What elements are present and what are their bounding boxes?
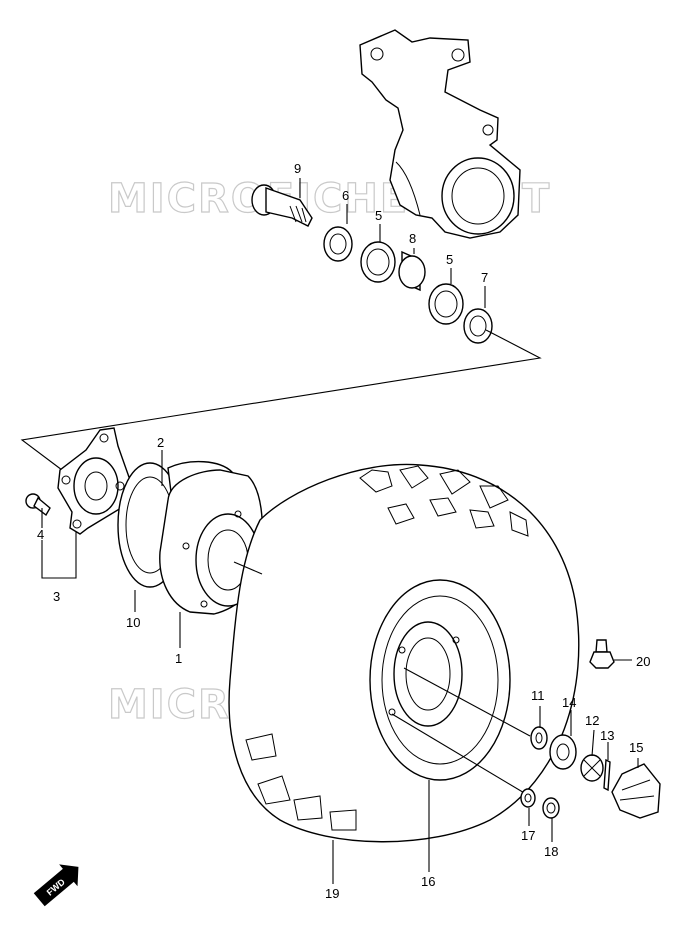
callout-7: 7: [481, 270, 488, 285]
guide-line-hub-center: [233, 561, 263, 575]
knuckle-part: [359, 29, 521, 239]
callout-18: 18: [544, 844, 558, 859]
callout-19: 19: [325, 886, 339, 901]
guide-line-rim-upper: [403, 667, 531, 737]
callout-leaders: [41, 178, 639, 884]
spacer-part-8: [398, 250, 426, 292]
seal-part-6: [323, 226, 353, 262]
rim-part-16: [369, 579, 511, 781]
seal-part-7: [463, 308, 493, 344]
castle-nut-part-12: [580, 754, 604, 782]
callout-6: 6: [342, 188, 349, 203]
bearing-part-5a: [360, 241, 396, 283]
callout-1: 1: [175, 651, 182, 666]
callout-numbers: 1 2 3 4 5 5 6 7 8 9 10 11 12 13 14 15 16…: [37, 161, 650, 901]
callout-10: 10: [126, 615, 140, 630]
callout-2: 2: [157, 435, 164, 450]
callout-4: 4: [37, 527, 44, 542]
cap-part-15: [611, 763, 661, 819]
callout-12: 12: [585, 713, 599, 728]
callout-16: 16: [421, 874, 435, 889]
bolt-part-9: [251, 184, 313, 227]
nut-part-18: [542, 797, 560, 819]
bolt-part-4: [25, 493, 51, 517]
callout-8: 8: [409, 231, 416, 246]
bearing-part-5b: [428, 283, 464, 325]
valve-part-20: [589, 639, 615, 669]
hub-part-1: [159, 469, 264, 615]
guide-line-hub: [20, 329, 542, 471]
cotter-pin-part-13: [603, 758, 611, 792]
callout-3: 3: [53, 589, 60, 604]
callout-15: 15: [629, 740, 643, 755]
fwd-arrow-icon: FWD: [33, 864, 79, 907]
callout-11: 11: [531, 688, 545, 703]
callout-13: 13: [600, 728, 614, 743]
spacer-part-14: [549, 734, 577, 770]
callout-20: 20: [636, 654, 650, 669]
callout-17: 17: [521, 828, 535, 843]
callout-9: 9: [294, 161, 301, 176]
callout-14: 14: [562, 695, 576, 710]
guide-line-rim-lower: [391, 713, 527, 795]
callout-5-lower: 5: [446, 252, 453, 267]
callout-5-upper: 5: [375, 208, 382, 223]
washer-part-17: [520, 788, 536, 808]
hub-flange-part-3: [57, 427, 131, 535]
washer-part-11: [530, 726, 548, 750]
